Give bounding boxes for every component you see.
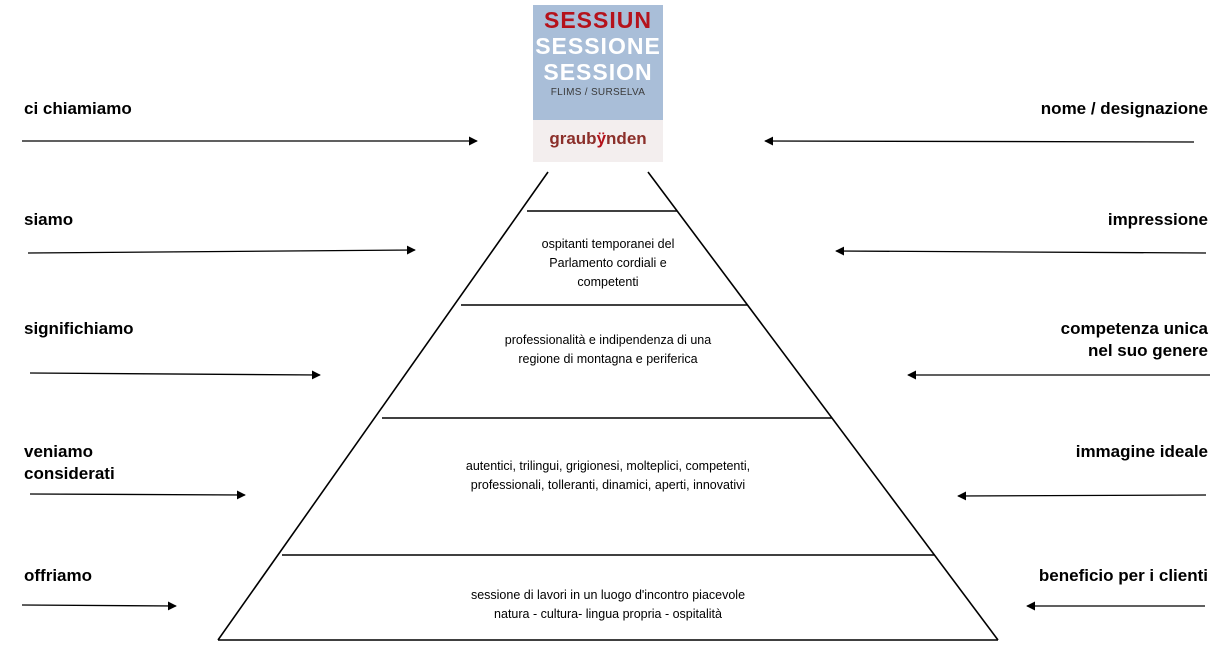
graubunden-text-right: nden: [606, 129, 647, 148]
left-label-3-text: significhiamo: [24, 319, 134, 338]
right-label-3-line2: nel suo genere: [1088, 341, 1208, 360]
logo-subtitle: FLIMS / SURSELVA: [550, 87, 646, 98]
arrow-left-5: [21, 601, 177, 611]
pyramid-left-edge: [217, 171, 549, 641]
right-label-1: nome / designazione: [1041, 98, 1208, 120]
arrow-right-1: [764, 136, 1195, 146]
tier-4-line1: sessione di lavori in un luogo d'incontr…: [470, 588, 746, 602]
tier-3-line2: professionali, tolleranti, dinamici, ape…: [470, 478, 746, 492]
right-label-4: immagine ideale: [1076, 441, 1208, 463]
graubunden-text-left: graub: [549, 129, 597, 148]
left-label-2-text: siamo: [24, 210, 74, 229]
logo-session-panel: SESSIUN SESSIONE SESSION FLIMS / SURSELV…: [533, 5, 663, 120]
right-label-5: beneficio per i clienti: [1039, 565, 1208, 587]
logo-line-2: SESSIONE: [535, 33, 661, 59]
right-label-3-line1: competenza unica: [1060, 319, 1208, 338]
right-label-3: competenza unica nel suo genere: [1061, 318, 1208, 362]
arrow-right-2: [835, 246, 1207, 256]
pyramid-right-edge: [647, 171, 999, 641]
left-label-5: offriamo: [24, 565, 92, 587]
left-label-4-line2: considerati: [24, 464, 115, 483]
logo-line-1: SESSIUN: [544, 7, 652, 33]
tier-2-line2: regione di montagna e periferica: [518, 352, 698, 366]
graubunden-logo: graubÿnden: [533, 120, 663, 162]
left-label-5-text: offriamo: [24, 566, 92, 585]
graubunden-mark: ÿ: [596, 129, 607, 148]
left-label-1: ci chiamiamo: [24, 98, 132, 120]
session-logo: SESSIUN SESSIONE SESSION FLIMS / SURSELV…: [533, 5, 663, 162]
tier-3-line1: autentici, trilingui, grigionesi, moltep…: [465, 459, 751, 473]
tier-3-text: autentici, trilingui, grigionesi, moltep…: [378, 457, 838, 495]
left-label-4-line1: veniamo: [24, 442, 93, 461]
left-label-4: veniamo considerati: [24, 441, 115, 485]
tier-2-text: professionalità e indipendenza di una re…: [428, 331, 788, 369]
tier-1-line2: Parlamento cordiali e: [549, 256, 667, 270]
arrow-left-4: [29, 490, 246, 500]
arrow-left-3: [29, 370, 321, 380]
right-label-2: impressione: [1108, 209, 1208, 231]
arrow-left-2: [27, 245, 416, 255]
left-label-3: significhiamo: [24, 318, 134, 340]
logo-line-3: SESSION: [543, 59, 653, 85]
left-label-2: siamo: [24, 209, 73, 231]
tier-1-text: ospitanti temporanei del Parlamento cord…: [508, 235, 708, 292]
left-label-1-text: ci chiamiamo: [24, 99, 132, 118]
right-label-2-text: impressione: [1107, 210, 1208, 229]
tier-1-line1: ospitanti temporanei del: [541, 237, 675, 251]
right-label-1-text: nome / designazione: [1040, 99, 1208, 118]
right-label-5-text: beneficio per i clienti: [1038, 566, 1208, 585]
tier-4-text: sessione di lavori in un luogo d'incontr…: [388, 586, 828, 624]
tier-2-line1: professionalità e indipendenza di una: [504, 333, 712, 347]
right-label-4-text: immagine ideale: [1075, 442, 1208, 461]
tier-4-line2: natura - cultura- lingua propria - ospit…: [494, 607, 722, 621]
arrow-right-4: [957, 491, 1207, 501]
tier-1-line3: competenti: [577, 275, 639, 289]
